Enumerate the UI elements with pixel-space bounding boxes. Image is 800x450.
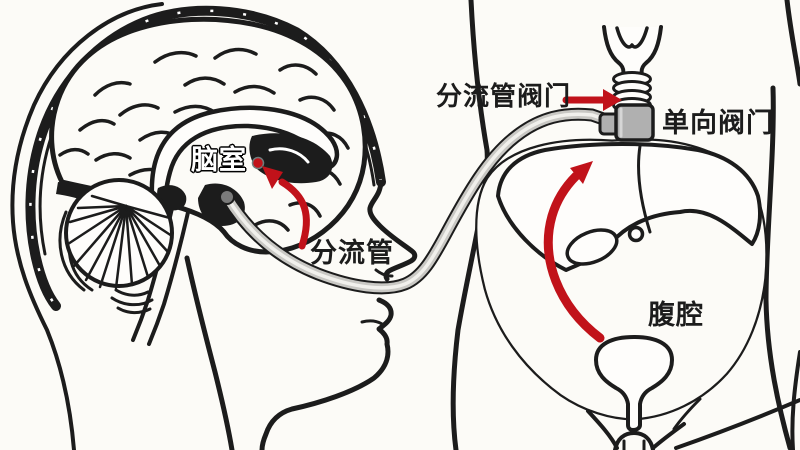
shunt-catheter-tube	[219, 107, 619, 295]
face-profile	[184, 179, 418, 450]
annotations	[251, 89, 622, 343]
mouth-line	[360, 319, 384, 326]
one-way-valve-label: 单向阀门	[662, 108, 774, 138]
shunt-valve-body	[614, 103, 655, 142]
gallbladder	[565, 228, 619, 266]
head-outline	[10, 2, 164, 450]
arrow-abdominal-flow	[543, 161, 605, 343]
bladder	[594, 335, 674, 432]
nostril	[374, 268, 394, 278]
arrow-to-ventricle	[262, 166, 310, 250]
abdominal-cavity-label: 腹腔	[648, 300, 704, 330]
arrow-to-valve	[562, 89, 622, 111]
catheter-tip-cap	[219, 189, 235, 205]
ventricle-marker-dot	[251, 156, 265, 170]
lips-chin	[259, 297, 394, 450]
cerebellum	[58, 178, 174, 315]
umbilicus	[627, 225, 645, 243]
head-section	[10, 2, 418, 450]
liver	[496, 142, 762, 272]
groin-creases	[586, 397, 800, 450]
torso-section	[450, 0, 800, 450]
shunt-tube-label: 分流管	[310, 238, 394, 268]
shunt-valve-label: 分流管阀门	[436, 81, 572, 111]
valve-assembly	[598, 103, 655, 142]
ventricle-label: 脑室	[191, 145, 247, 175]
cerebellum-folia	[66, 194, 174, 290]
throat-line	[184, 255, 235, 450]
